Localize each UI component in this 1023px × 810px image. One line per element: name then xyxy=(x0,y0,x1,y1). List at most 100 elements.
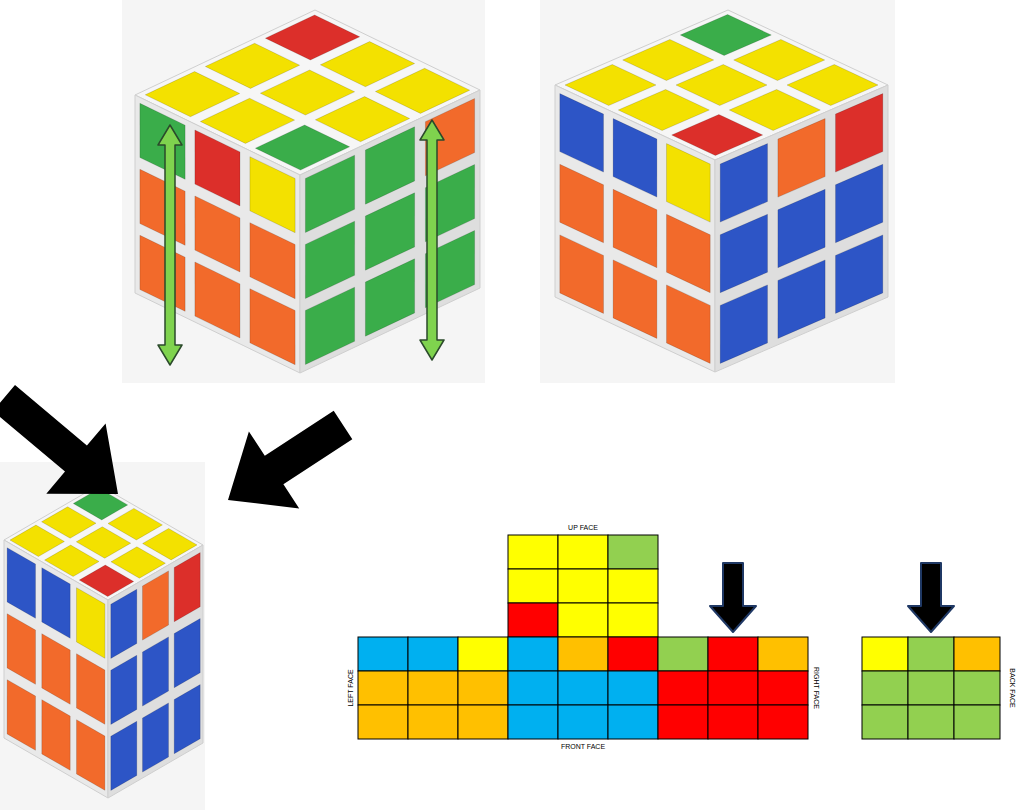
net-cell xyxy=(558,535,608,569)
net-cell xyxy=(558,603,608,637)
net-cell xyxy=(608,705,658,739)
face-label: FRONT FACE xyxy=(560,743,606,750)
face-label: UP FACE xyxy=(567,524,599,531)
net-cell xyxy=(758,671,808,705)
net-cell xyxy=(608,671,658,705)
cube-sticker xyxy=(720,144,767,223)
net-cell xyxy=(608,569,658,603)
net-cell xyxy=(708,705,758,739)
net-cell xyxy=(954,671,1000,705)
cube-sticker xyxy=(143,637,169,706)
cube-photo xyxy=(122,0,485,383)
cube-body xyxy=(300,90,480,373)
cube-photo xyxy=(0,462,205,810)
down-arrow xyxy=(710,563,756,632)
cube-sticker xyxy=(315,97,409,142)
cube-sticker xyxy=(836,235,883,314)
net-cell xyxy=(758,637,808,671)
cube-sticker xyxy=(77,654,105,725)
pointer-arrow xyxy=(0,385,118,494)
net-cell xyxy=(508,569,558,603)
cube-net xyxy=(358,535,1000,739)
net-cell xyxy=(558,705,608,739)
net-cell xyxy=(908,705,954,739)
net-cell xyxy=(458,705,508,739)
net-cell xyxy=(408,671,458,705)
net-cell xyxy=(358,671,408,705)
net-cell xyxy=(758,705,808,739)
cube-sticker xyxy=(778,119,825,198)
cube-sticker xyxy=(255,125,349,170)
cube-sticker xyxy=(7,680,35,751)
cube-sticker xyxy=(108,508,162,540)
cube-sticker xyxy=(778,189,825,267)
net-cell xyxy=(908,637,954,671)
net-cell xyxy=(508,603,558,637)
cube-sticker xyxy=(111,721,137,790)
net-cell xyxy=(558,569,608,603)
cube-sticker xyxy=(250,157,295,233)
net-cell xyxy=(862,705,908,739)
net-cell xyxy=(458,637,508,671)
net-cell xyxy=(954,705,1000,739)
net-cell xyxy=(508,671,558,705)
cube-sticker xyxy=(143,529,197,560)
cube-sticker xyxy=(7,614,35,685)
cube-sticker xyxy=(42,700,70,771)
pointer-arrow xyxy=(228,411,352,509)
net-cell xyxy=(658,671,708,705)
face-label: BACK FACE xyxy=(1009,667,1016,708)
cube-sticker xyxy=(143,703,169,772)
cube-sticker xyxy=(672,115,763,156)
net-cell xyxy=(608,637,658,671)
cube-sticker xyxy=(77,588,105,659)
cube-sticker xyxy=(42,634,70,705)
net-cell xyxy=(358,637,408,671)
cube-sticker xyxy=(613,119,657,198)
cube-sticker xyxy=(375,68,469,113)
net-cell xyxy=(408,637,458,671)
net-cell xyxy=(508,535,558,569)
net-cell xyxy=(708,637,758,671)
net-cell xyxy=(658,637,708,671)
net-cell xyxy=(908,671,954,705)
net-cell xyxy=(862,637,908,671)
cube-sticker xyxy=(305,287,354,364)
cube-sticker xyxy=(250,289,295,365)
cube-photo xyxy=(540,0,895,383)
photo-background xyxy=(122,0,485,383)
net-cell xyxy=(608,535,658,569)
double-arrow xyxy=(420,120,444,360)
cube-sticker xyxy=(560,94,604,173)
cube-sticker xyxy=(560,164,604,242)
cube-sticker xyxy=(305,221,354,298)
net-cell xyxy=(408,705,458,739)
cube-sticker xyxy=(667,214,711,292)
cube-sticker xyxy=(111,655,137,724)
cube-sticker xyxy=(667,144,711,223)
photo-background xyxy=(0,462,205,810)
face-label: LEFT FACE xyxy=(347,668,354,707)
net-cell xyxy=(862,671,908,705)
cube-sticker xyxy=(365,259,414,336)
cube-sticker xyxy=(77,720,105,791)
photo-background xyxy=(540,0,895,383)
cube-sticker xyxy=(613,189,657,267)
cube-sticker xyxy=(729,90,820,131)
cube-sticker xyxy=(613,260,657,339)
cube-sticker xyxy=(667,285,711,364)
cube-sticker xyxy=(365,127,414,204)
cube-sticker xyxy=(720,285,767,364)
cube-sticker xyxy=(111,589,137,658)
cube-sticker xyxy=(250,223,295,299)
net-cell xyxy=(508,705,558,739)
cube-sticker xyxy=(7,548,35,619)
cube-sticker xyxy=(836,94,883,173)
cube-sticker xyxy=(140,169,185,245)
net-cell xyxy=(708,671,758,705)
cube-sticker xyxy=(174,553,200,622)
cube-sticker xyxy=(195,262,240,338)
